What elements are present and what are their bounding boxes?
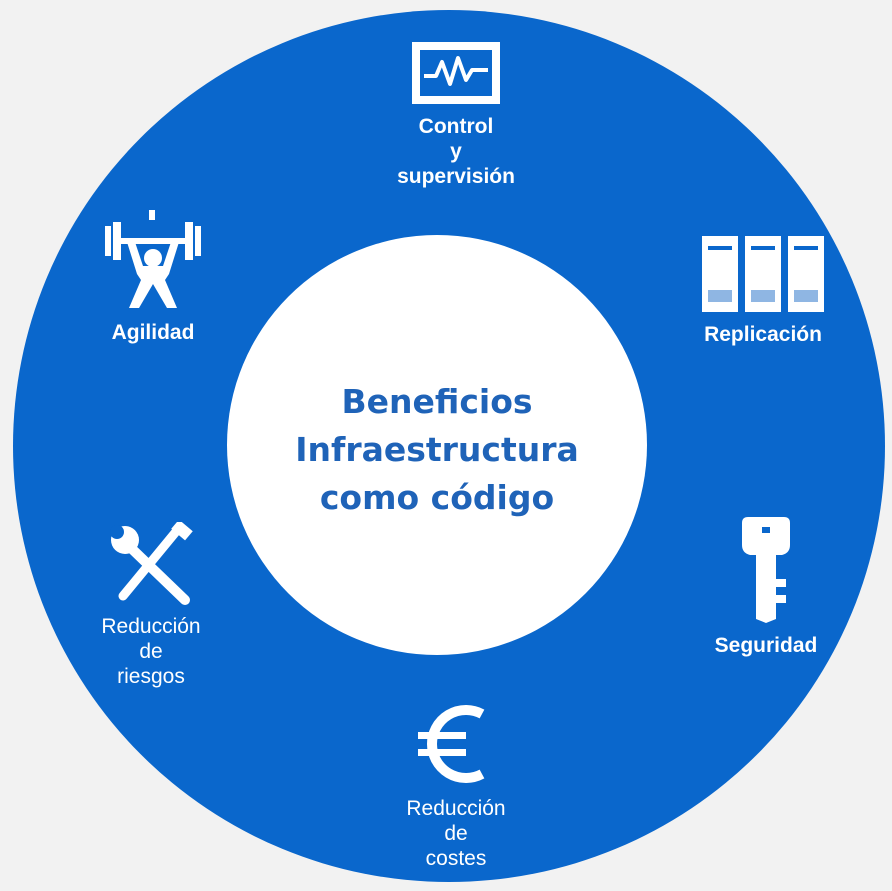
monitor-waveform-icon xyxy=(412,42,500,104)
segment-control-line-2: y xyxy=(450,140,462,163)
server-racks-icon xyxy=(702,236,824,312)
segment-control-line-1: Control xyxy=(418,115,494,138)
weightlifter-icon xyxy=(105,210,201,308)
center-circle xyxy=(227,235,647,655)
segment-seguridad-line-1: Seguridad xyxy=(714,634,818,657)
segment-replicacion-line-1: Replicación xyxy=(704,323,822,346)
segment-riesgos-line-2: de xyxy=(139,640,163,663)
segment-costes-line-3: costes xyxy=(425,847,487,870)
segment-riesgos-line-1: Reducción xyxy=(101,615,201,638)
segment-seguridad: Seguridad xyxy=(696,515,836,658)
center-title-line-2: Infraestructura xyxy=(295,430,579,469)
segment-replicacion: Replicación xyxy=(683,234,843,347)
segment-costes: Reducción de costes xyxy=(376,700,536,871)
segment-agilidad: Agilidad xyxy=(78,208,228,345)
segment-agilidad-line-1: Agilidad xyxy=(111,321,195,344)
segment-costes-line-2: de xyxy=(444,822,468,845)
segment-riesgos-line-3: riesgos xyxy=(117,665,185,688)
segment-riesgos: Reducción de riesgos xyxy=(76,522,226,689)
segment-control: Control y supervisión xyxy=(356,40,556,189)
center-title-line-1: Beneficios xyxy=(341,382,533,421)
key-icon xyxy=(742,517,790,623)
euro-icon xyxy=(418,705,485,783)
segment-control-line-3: supervisión xyxy=(397,165,515,188)
center-title-line-3: como código xyxy=(319,478,555,517)
wrench-screwdriver-icon xyxy=(110,522,193,605)
center-title: Beneficios Infraestructura como código xyxy=(227,378,647,522)
segment-costes-line-1: Reducción xyxy=(406,797,506,820)
